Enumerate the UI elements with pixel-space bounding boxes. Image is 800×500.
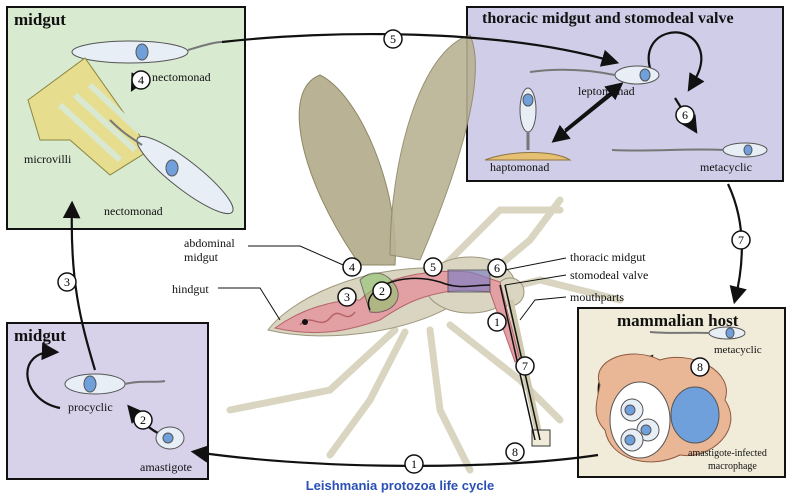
svg-text:1: 1 [494, 315, 500, 329]
step-4-fly: 4 [342, 257, 362, 277]
step-7-fly: 7 [515, 356, 535, 376]
abdominal-midgut-label-1: abdominal [184, 236, 235, 250]
procyclic-label: procyclic [68, 400, 113, 414]
arrow-step5 [221, 32, 620, 67]
svg-text:4: 4 [349, 260, 355, 274]
sandfly-illustration [226, 34, 624, 474]
stomodeal-valve-label: stomodeal valve [570, 268, 649, 282]
nectomonad-top-label: nectomonad [152, 70, 211, 84]
step-5-top: 5 [383, 29, 403, 49]
step-4-top: 4 [131, 70, 151, 90]
midgut-top-title: midgut [14, 10, 66, 29]
step-2-bottom: 2 [133, 410, 153, 430]
svg-text:8: 8 [512, 445, 518, 459]
figure-caption: Leishmania protozoa life cycle [305, 478, 495, 493]
svg-text:3: 3 [344, 290, 350, 304]
metacyclic-mammal-label: metacyclic [714, 344, 762, 356]
svg-text:3: 3 [64, 275, 70, 289]
thoracic-midgut-label: thoracic midgut [570, 250, 646, 264]
midgut-bottom-box: midgut [6, 322, 209, 480]
svg-text:6: 6 [494, 261, 500, 275]
macrophage-label-1: amastigote-infected [688, 448, 767, 459]
svg-text:7: 7 [738, 233, 744, 247]
arrow-lepto-hapto [551, 91, 616, 143]
loop-procyclic [26, 342, 61, 410]
svg-text:6: 6 [682, 108, 688, 122]
metacyclic-thoracic-label: metacyclic [700, 160, 752, 174]
svg-text:8: 8 [697, 360, 703, 374]
svg-text:5: 5 [430, 260, 436, 274]
microvilli-shape [27, 57, 151, 176]
step-circles: 5 4 6 7 3 2 1 8 4 5 6 2 3 1 7 8 [57, 29, 751, 474]
svg-text:2: 2 [379, 284, 385, 298]
step-6-fly: 6 [487, 258, 507, 278]
abdominal-midgut-label-2: midgut [184, 250, 219, 264]
step-1-bottom: 1 [404, 454, 424, 474]
step-3-fly: 3 [337, 287, 357, 307]
macrophage-label-2: macrophage [708, 461, 757, 472]
wing-right [389, 34, 476, 261]
mammal-title: mammalian host [617, 311, 739, 330]
loop-leptomonad [647, 31, 705, 92]
step-3-left: 3 [57, 272, 77, 292]
parasites [27, 40, 768, 463]
svg-text:7: 7 [522, 359, 528, 373]
arrow-step3 [62, 200, 97, 371]
midgut-bottom-title: midgut [14, 326, 66, 345]
nectomonad-bottom-label: nectomonad [104, 204, 163, 218]
hindgut-label: hindgut [172, 282, 209, 296]
thoracic-title: thoracic midgut and stomodeal valve [482, 10, 734, 27]
step-8-right: 8 [690, 357, 710, 377]
svg-text:1: 1 [411, 457, 417, 471]
svg-text:4: 4 [138, 73, 144, 87]
mouthparts-label: mouthparts [570, 290, 624, 304]
arrow-step1 [190, 445, 599, 468]
step-1-fly: 1 [487, 312, 507, 332]
svg-text:5: 5 [390, 32, 396, 46]
step-5-fly: 5 [423, 257, 443, 277]
step-6-top: 6 [675, 105, 695, 125]
svg-text:2: 2 [140, 413, 146, 427]
amastigote-label: amastigote [140, 460, 192, 474]
step-8-fly: 8 [505, 442, 525, 462]
haptomonad-label: haptomonad [490, 160, 550, 174]
leptomonad-label: leptomonad [578, 84, 635, 98]
arrow-hapto-lepto [564, 82, 624, 131]
wing-left [298, 74, 396, 266]
step-2-fly: 2 [372, 281, 392, 301]
step-7-right: 7 [731, 230, 751, 250]
microvilli-label: microvilli [24, 152, 72, 166]
